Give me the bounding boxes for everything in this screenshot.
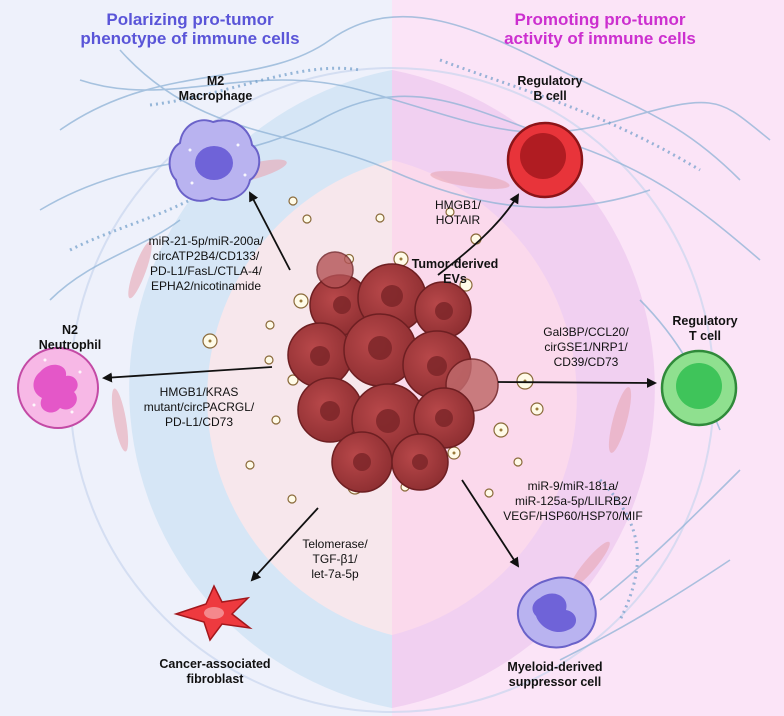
m2-mediators-label: miR-21-5p/miR-200a/ circATP2B4/CD133/ PD…	[148, 234, 264, 293]
n2-mediators-label: HMGB1/KRAS mutant/circPACRGL/ PD-L1/CD73	[143, 385, 255, 429]
myeloid-derived-suppressor-cell-icon	[517, 576, 597, 649]
n2-neutrophil-label: N2 Neutrophil	[38, 323, 102, 352]
tumor-derived-evs-label: Tumor-derived EVs	[411, 257, 499, 286]
signal-arrows	[102, 191, 657, 582]
regulatory-t-cell-icon	[660, 349, 738, 427]
arrow-to-myeloid-derived-suppressor-cell	[461, 479, 520, 568]
arrow-to-regulatory-b-cell	[437, 193, 520, 276]
arrow-to-regulatory-t-cell	[497, 377, 657, 388]
left-panel-title: Polarizing pro-tumor phenotype of immune…	[80, 10, 300, 48]
m2-macrophage-icon	[168, 119, 261, 202]
n2-neutrophil-icon	[17, 347, 99, 429]
regulatory-t-cell-label: Regulatory T cell	[672, 314, 738, 343]
right-panel-title: Promoting pro-tumor activity of immune c…	[504, 10, 696, 48]
m2-macrophage-label: M2 Macrophage	[178, 74, 253, 103]
arrow-to-n2-neutrophil	[102, 366, 273, 383]
caf-mediators-label: Telomerase/ TGF-β1/ let-7a-5p	[302, 537, 368, 581]
cancer-associated-fibroblast-label: Cancer-associated fibroblast	[159, 657, 271, 686]
myeloid-derived-suppressor-cell-label: Myeloid-derived suppressor cell	[507, 660, 603, 689]
cancer-associated-fibroblast-icon	[173, 584, 253, 642]
fiber-beads	[69, 58, 701, 621]
treg-mediators-label: Gal3BP/CCL20/ cirGSE1/NRP1/ CD39/CD73	[543, 325, 629, 369]
tumor-cell-cluster	[287, 251, 499, 493]
breg-mediators-label: HMGB1/ HOTAIR	[434, 198, 481, 227]
arrow-to-m2-macrophage	[249, 191, 291, 271]
arrow-to-cancer-associated-fibroblast	[250, 507, 319, 582]
regulatory-b-cell-label: Regulatory B cell	[517, 74, 583, 103]
mdsc-mediators-label: miR-9/miR-181a/ miR-125a-5p/LILRB2/ VEGF…	[503, 479, 643, 523]
regulatory-b-cell-icon	[506, 121, 584, 199]
